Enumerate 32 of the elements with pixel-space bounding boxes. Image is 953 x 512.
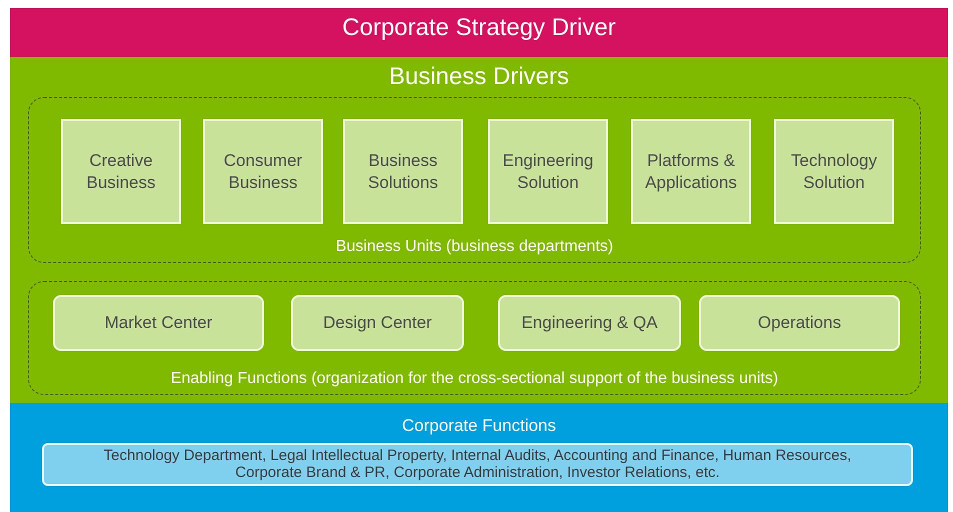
unit-box [631,119,751,224]
group-label: Enabling Functions (organization for the cross-sectional support of the business units) [170,370,780,388]
unit-name: Engineering Solution [502,150,594,193]
unit-name: Consumer Business [222,150,304,193]
function-name: Operations [758,313,842,333]
function-name: Engineering & QA [521,313,658,333]
band [10,8,948,57]
function-box [498,295,681,351]
unit-name: Business Solutions [367,150,439,193]
band [10,403,948,512]
unit-name: Technology Solution [790,150,878,193]
function-name: Market Center [104,313,212,333]
function-box [291,295,464,351]
band-title: Corporate Functions [400,416,558,436]
unit-box [488,119,608,224]
unit-box [203,119,323,224]
dashed-group [28,97,921,263]
band-title: Corporate Strategy Driver [341,14,617,42]
list-box [42,443,913,486]
band [10,57,948,403]
list-text: Technology Department, Legal Intellectual Property, Internal Audits, Accounting and Finance, Human Resources, Corporate Brand & PR, Corporate Administration, Investor Relations, etc. [102,448,852,481]
unit-box [61,119,181,224]
dashed-group [28,281,921,395]
group-label: Business Units (business departments) [334,238,614,256]
unit-name: Platforms & Applications [644,150,738,193]
unit-box [774,119,894,224]
function-name: Design Center [323,313,432,333]
band-title: Business Drivers [388,63,570,91]
function-box [53,295,264,351]
unit-box [343,119,463,224]
function-box [699,295,900,351]
unit-name: Creative Business [86,150,156,193]
